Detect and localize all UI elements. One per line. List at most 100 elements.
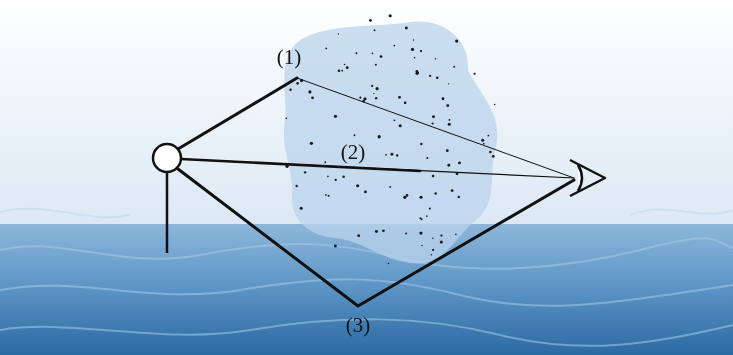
source-stand: [166, 172, 169, 253]
fog-particle: [334, 115, 337, 118]
fog-particle: [335, 179, 337, 181]
fog-particle: [375, 97, 377, 99]
fog-particle: [296, 82, 299, 85]
fog-particle: [393, 119, 395, 121]
fog-particle: [420, 143, 422, 145]
fog-particle: [405, 27, 408, 30]
fog-particle: [416, 70, 419, 73]
fog-particle: [380, 55, 383, 58]
fog-particle: [420, 50, 422, 52]
fog-particle: [354, 134, 356, 136]
fog-particle: [289, 88, 291, 90]
fog-particle: [364, 191, 367, 194]
fog-particle: [440, 234, 442, 236]
fog-particle: [448, 83, 449, 84]
fog-particle: [357, 234, 360, 237]
fog-particle: [405, 232, 407, 234]
fog-particle: [398, 96, 401, 99]
fog-particle: [310, 142, 313, 145]
fog-particle: [448, 123, 451, 126]
fog-particle: [375, 230, 378, 233]
fog-particle: [369, 19, 372, 22]
fog-cloud: [284, 22, 497, 264]
fog-particle: [372, 53, 374, 55]
fog-particle: [371, 85, 373, 87]
fog-particle: [378, 135, 381, 138]
fog-particle: [434, 192, 436, 194]
fog-particle: [436, 76, 439, 79]
fog-particle: [308, 90, 311, 93]
fog-particle: [286, 118, 288, 120]
fog-particle: [483, 143, 485, 145]
fog-particle: [458, 161, 461, 164]
fog-particle: [346, 66, 349, 69]
fog-particle: [388, 263, 390, 265]
fog-particle: [295, 185, 297, 187]
fog-particle: [359, 97, 361, 99]
fog-particle: [375, 64, 377, 66]
fog-particle: [426, 215, 428, 217]
fog-particle: [385, 154, 387, 156]
fog-particle: [338, 69, 341, 72]
fog-particle: [432, 238, 433, 239]
callout-number: (1): [277, 47, 302, 68]
fog-particle: [356, 184, 359, 187]
fog-particle: [421, 245, 422, 246]
fog-particle: [390, 153, 393, 156]
fog-particle: [411, 48, 414, 51]
fog-particle: [426, 157, 428, 159]
fog-particle: [442, 97, 445, 100]
fog-particle: [389, 14, 392, 17]
fog-particle: [393, 45, 395, 47]
fog-particle: [492, 155, 495, 158]
fog-particle: [341, 70, 343, 72]
fog-particle: [429, 75, 431, 77]
light-source: [153, 144, 181, 172]
fog-particle: [399, 124, 402, 127]
fog-particle: [374, 29, 376, 31]
fog-particle: [487, 135, 489, 137]
fog-particle: [458, 196, 460, 198]
fog-particle: [494, 104, 496, 106]
fog-particle: [344, 64, 345, 65]
eye-symbol: [570, 160, 605, 196]
fog-particles: [285, 14, 495, 264]
fog-particle: [446, 149, 449, 152]
fog-particle: [449, 119, 451, 121]
fog-particle: [419, 196, 422, 199]
fog-particle: [453, 66, 455, 68]
fog-particle: [432, 122, 434, 124]
callout-number: (3): [346, 315, 371, 336]
fog-particle: [300, 207, 303, 210]
fog-particle: [324, 161, 326, 163]
fog-particle: [328, 195, 330, 197]
fog-particle: [446, 104, 449, 107]
fog-particle: [455, 39, 458, 42]
fog-particle: [432, 175, 435, 178]
fog-particle: [440, 240, 443, 243]
fog-particle: [419, 231, 422, 234]
fog-particle: [413, 39, 414, 40]
fog-particle: [432, 249, 434, 251]
fog-particle: [481, 139, 484, 142]
fog-particle: [404, 102, 407, 105]
fog-particle: [325, 194, 327, 196]
fog-particle: [432, 115, 435, 118]
fog-particle: [474, 73, 476, 75]
fog-particle: [419, 217, 421, 219]
fog-particle: [373, 93, 374, 94]
fog-particle: [355, 52, 357, 54]
fog-particle: [447, 164, 450, 167]
fog-particle: [342, 175, 345, 178]
fog-particle: [406, 194, 409, 197]
fog-particle: [304, 171, 306, 173]
light-rays: [178, 78, 574, 306]
fog-particle: [389, 186, 391, 188]
fog-particle: [338, 33, 339, 34]
fog-particle: [382, 229, 385, 232]
fog-particle: [435, 58, 437, 60]
callout-number: (2): [341, 142, 366, 163]
fog-particle: [325, 48, 327, 50]
fog-particle: [334, 245, 337, 248]
